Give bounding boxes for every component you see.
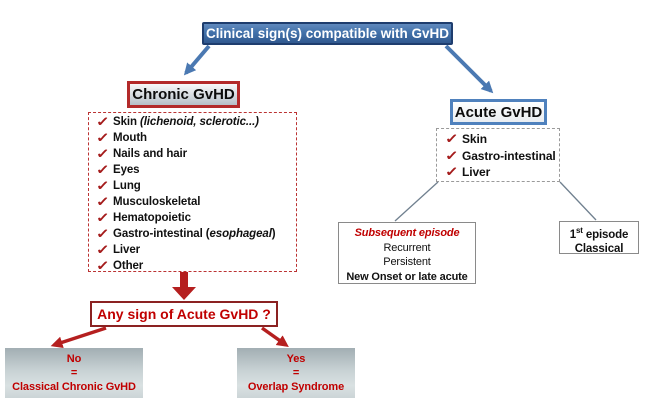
check-icon: ✓ <box>445 131 459 147</box>
text-segment: Classical <box>574 243 624 256</box>
text-segment: Recurrent <box>383 241 431 254</box>
acute-organ-checklist: ✓Skin✓Gastro-intestinal✓Liver <box>436 128 560 182</box>
checklist-item-label: Skin <box>462 132 487 146</box>
arrow-question-to-no <box>50 326 107 349</box>
check-icon: ✓ <box>96 162 110 177</box>
checklist-item-label: Nails and hair <box>113 148 187 160</box>
checklist-item: ✓Skin <box>445 131 559 148</box>
arrow-question-to-yes <box>260 326 289 348</box>
checklist-item-label: Liver <box>462 165 490 179</box>
text-segment: Persistent <box>383 256 431 268</box>
checklist-item-label: Gastro-intestinal <box>462 149 556 163</box>
check-icon: ✓ <box>96 226 110 241</box>
text-line: New Onset or late acute <box>339 270 475 285</box>
checklist-item: ✓Eyes <box>96 162 296 178</box>
checklist-item-label: Musculoskeletal <box>113 196 200 208</box>
arrow-chronic-to-question <box>172 271 196 300</box>
checklist-item-label: Eyes <box>113 164 140 176</box>
check-icon: ✓ <box>96 194 110 209</box>
text-line: No <box>66 353 82 365</box>
checklist-item-label: Skin (lichenoid, sclerotic...) <box>113 116 259 128</box>
text-segment: Subsequent episode <box>354 227 460 239</box>
text-segment: Musculoskeletal <box>113 196 201 208</box>
checklist-item-label: Liver <box>113 244 140 256</box>
text-segment: Gastro-intestinal ( <box>113 228 210 240</box>
checklist-item: ✓Liver <box>96 242 296 258</box>
check-icon: ✓ <box>96 178 110 193</box>
checklist-item: ✓Gastro-intestinal (esophageal) <box>96 226 296 242</box>
text-segment: New Onset or late acute <box>346 270 468 283</box>
chronic-gvhd-box: Chronic GvHD <box>127 81 240 108</box>
checklist-item-label: Lung <box>113 180 141 192</box>
text-line: Persistent <box>339 255 475 270</box>
check-icon: ✓ <box>96 242 110 257</box>
checklist-item: ✓Gastro-intestinal <box>445 148 559 165</box>
checklist-item-label: Gastro-intestinal (esophageal) <box>113 228 276 240</box>
check-icon: ✓ <box>96 258 110 272</box>
text-segment: esophageal <box>209 228 272 240</box>
checklist-item-label: Mouth <box>113 132 147 144</box>
text-line: Overlap Syndrome <box>247 381 345 393</box>
check-icon: ✓ <box>96 146 110 161</box>
text-line: = <box>292 367 300 379</box>
text-line: Classical <box>560 242 638 257</box>
text-segment: Lung <box>113 180 141 192</box>
checklist-item-label: Hematopoietic <box>113 212 191 224</box>
text-line: Subsequent episode <box>339 226 475 241</box>
connector-acute-to-subsequent <box>394 181 439 222</box>
connector-acute-to-first-episode <box>559 181 597 221</box>
text-segment: (lichenoid, sclerotic...) <box>139 116 259 128</box>
check-icon: ✓ <box>445 147 459 163</box>
text-line: Yes <box>286 353 306 365</box>
clinical-signs-box: Clinical sign(s) compatible with GvHD <box>202 22 453 45</box>
checklist-item: ✓Other <box>96 258 296 272</box>
text-line: Classical Chronic GvHD <box>12 381 136 393</box>
chronic-organ-checklist: ✓Skin (lichenoid, sclerotic...)✓Mouth✓Na… <box>88 112 297 272</box>
text-segment: Liver <box>113 244 140 256</box>
acute-gvhd-label: Acute GvHD <box>454 103 543 121</box>
checklist-item: ✓Hematopoietic <box>96 210 296 226</box>
acute-sign-question-label: Any sign of Acute GvHD ? <box>97 306 271 322</box>
check-icon: ✓ <box>96 210 110 225</box>
checklist-item: ✓Mouth <box>96 130 296 146</box>
text-segment: Hematopoietic <box>113 212 191 224</box>
text-segment: Skin <box>462 132 487 147</box>
text-segment: ) <box>271 228 276 240</box>
arrow-top-to-chronic <box>183 44 211 76</box>
text-line: Recurrent <box>339 241 475 256</box>
checklist-item: ✓Lung <box>96 178 296 194</box>
checklist-item: ✓Skin (lichenoid, sclerotic...) <box>96 114 296 130</box>
text-segment: Gastro-intestinal <box>462 148 556 163</box>
text-line: = <box>70 367 78 379</box>
text-line: 1st episode <box>560 224 638 242</box>
text-segment: episode <box>582 228 629 241</box>
text-segment: Nails and hair <box>113 148 188 160</box>
checklist-item: ✓Musculoskeletal <box>96 194 296 210</box>
text-segment: st <box>575 226 583 235</box>
text-segment: Skin <box>113 116 140 128</box>
acute-sign-question-box: Any sign of Acute GvHD ? <box>90 301 278 327</box>
outcome-yes-box: Yes = Overlap Syndrome <box>237 348 355 398</box>
chronic-gvhd-label: Chronic GvHD <box>132 86 235 103</box>
check-icon: ✓ <box>96 114 110 129</box>
text-segment: 1 <box>569 228 576 241</box>
checklist-item: ✓Nails and hair <box>96 146 296 162</box>
check-icon: ✓ <box>96 130 110 145</box>
arrow-top-to-acute <box>444 44 494 94</box>
acute-gvhd-box: Acute GvHD <box>450 99 547 125</box>
text-segment: Liver <box>462 165 491 180</box>
text-segment: Mouth <box>113 132 147 144</box>
checklist-item: ✓Liver <box>445 164 559 181</box>
outcome-no-box: No = Classical Chronic GvHD <box>5 348 143 398</box>
text-segment: Eyes <box>113 164 140 176</box>
text-segment: Other <box>113 260 144 272</box>
check-icon: ✓ <box>445 164 459 180</box>
clinical-signs-label: Clinical sign(s) compatible with GvHD <box>205 26 450 41</box>
checklist-item-label: Other <box>113 260 144 272</box>
